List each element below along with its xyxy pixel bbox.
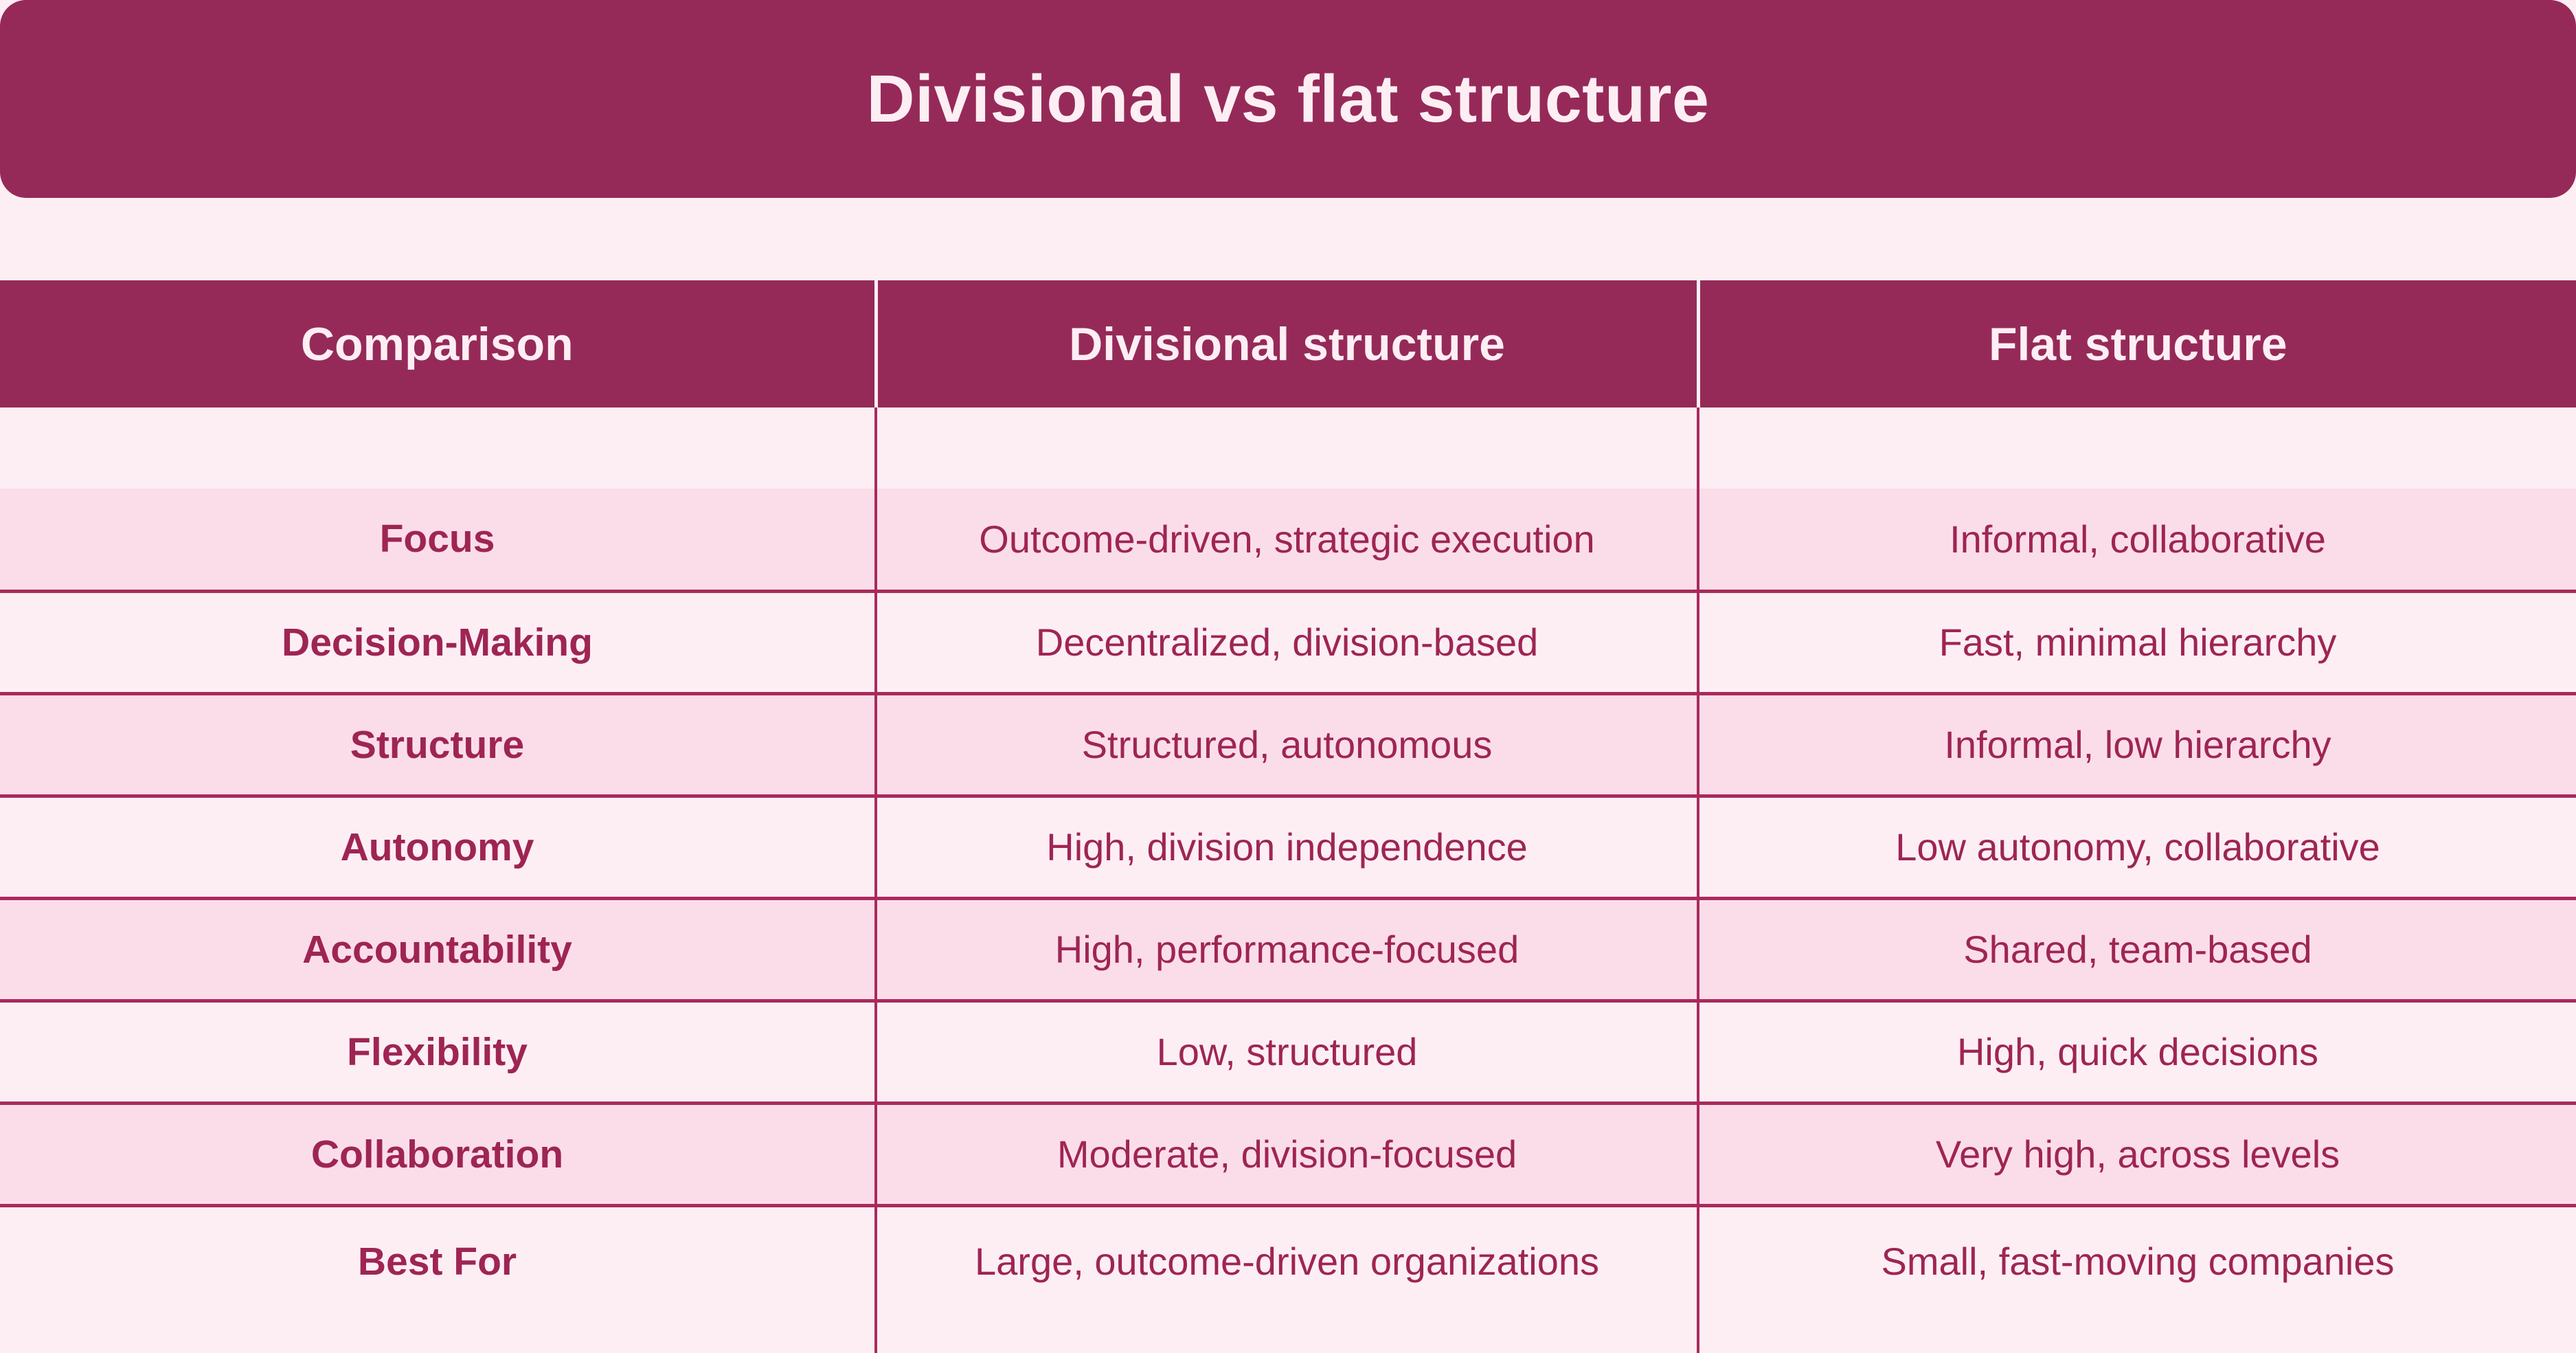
table-row[interactable]: Focus Outcome-driven, strategic executio… bbox=[0, 489, 2576, 593]
row-label-decision-making: Decision-Making bbox=[0, 591, 877, 695]
cell-divisional-accountability: High, performance-focused bbox=[876, 898, 1699, 1003]
row-label-best-for: Best For bbox=[0, 1205, 877, 1353]
table-row[interactable]: Structure Structured, autonomous Informa… bbox=[0, 693, 2576, 798]
row-label-accountability: Accountability bbox=[0, 898, 877, 1003]
comparison-table-container: Comparison Divisional structure Flat str… bbox=[0, 280, 2576, 1353]
table-row[interactable]: Decision-Making Decentralized, division-… bbox=[0, 591, 2576, 695]
cell-divisional-focus: Outcome-driven, strategic execution bbox=[876, 489, 1699, 593]
cell-divisional-flexibility: Low, structured bbox=[876, 1000, 1699, 1105]
row-label-collaboration: Collaboration bbox=[0, 1103, 877, 1207]
cell-flat-focus: Informal, collaborative bbox=[1698, 489, 2576, 593]
column-header-flat-structure: Flat structure bbox=[1698, 280, 2576, 407]
table-row[interactable]: Best For Large, outcome-driven organizat… bbox=[0, 1205, 2576, 1353]
row-label-focus: Focus bbox=[0, 489, 877, 593]
table-row[interactable]: Accountability High, performance-focused… bbox=[0, 898, 2576, 1003]
cell-flat-best-for: Small, fast-moving companies bbox=[1698, 1205, 2576, 1353]
cell-flat-accountability: Shared, team-based bbox=[1698, 898, 2576, 1003]
cell-flat-flexibility: High, quick decisions bbox=[1698, 1000, 2576, 1105]
page-title: Divisional vs flat structure bbox=[866, 60, 1710, 136]
cell-divisional-structure: Structured, autonomous bbox=[876, 693, 1699, 798]
row-label-flexibility: Flexibility bbox=[0, 1000, 877, 1105]
cell-divisional-autonomy: High, division independence bbox=[876, 796, 1699, 900]
title-banner: Divisional vs flat structure bbox=[0, 0, 2576, 198]
comparison-table: Comparison Divisional structure Flat str… bbox=[0, 280, 2576, 1353]
spacer-cell-comparison bbox=[0, 407, 877, 489]
column-header-divisional-structure: Divisional structure bbox=[876, 280, 1700, 407]
table-row[interactable]: Flexibility Low, structured High, quick … bbox=[0, 1000, 2576, 1105]
cell-flat-collaboration: Very high, across levels bbox=[1698, 1103, 2576, 1207]
row-label-autonomy: Autonomy bbox=[0, 796, 877, 900]
table-body: Focus Outcome-driven, strategic executio… bbox=[0, 407, 2576, 1353]
table-header-row: Comparison Divisional structure Flat str… bbox=[0, 280, 2576, 407]
table-row[interactable]: Collaboration Moderate, division-focused… bbox=[0, 1103, 2576, 1207]
cell-divisional-collaboration: Moderate, division-focused bbox=[876, 1103, 1699, 1207]
table-header: Comparison Divisional structure Flat str… bbox=[0, 280, 2576, 407]
cell-divisional-decision-making: Decentralized, division-based bbox=[876, 591, 1699, 695]
column-header-comparison: Comparison bbox=[0, 280, 878, 407]
spacer-cell-divisional bbox=[876, 407, 1699, 489]
cell-divisional-best-for: Large, outcome-driven organizations bbox=[876, 1205, 1699, 1353]
table-spacer-row bbox=[0, 407, 2576, 489]
cell-flat-structure: Informal, low hierarchy bbox=[1698, 693, 2576, 798]
cell-flat-autonomy: Low autonomy, collaborative bbox=[1698, 796, 2576, 900]
cell-flat-decision-making: Fast, minimal hierarchy bbox=[1698, 591, 2576, 695]
table-row[interactable]: Autonomy High, division independence Low… bbox=[0, 796, 2576, 900]
spacer-cell-flat bbox=[1698, 407, 2576, 489]
row-label-structure: Structure bbox=[0, 693, 877, 798]
